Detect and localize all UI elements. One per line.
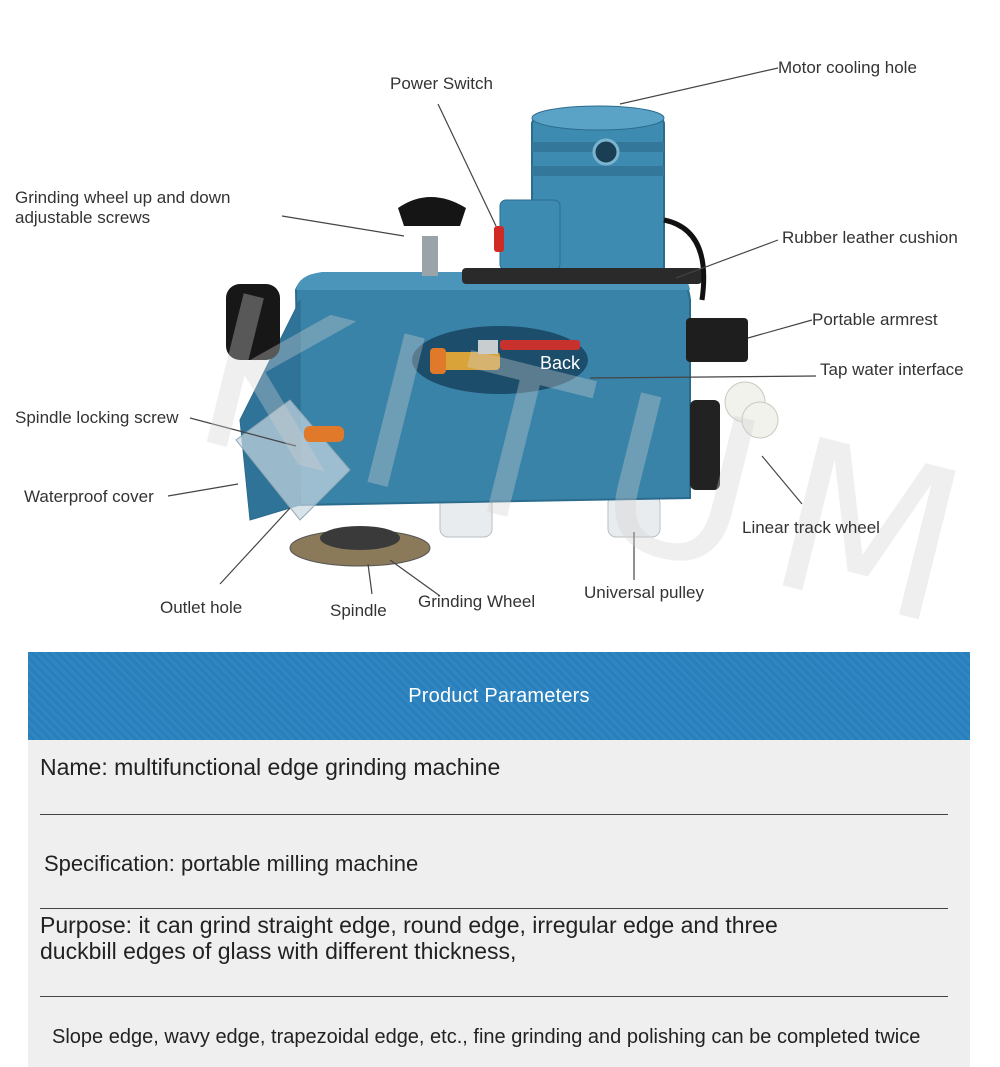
label-portable-armrest: Portable armrest <box>812 310 938 329</box>
divider <box>40 814 948 815</box>
banner-title: Product Parameters <box>408 684 590 707</box>
machine-diagram <box>167 67 817 597</box>
divider <box>40 996 948 997</box>
param-note: Slope edge, wavy edge, trapezoidal edge,… <box>52 1026 921 1048</box>
side-knob-icon <box>226 284 280 360</box>
label-universal-pulley: Universal pulley <box>584 583 704 602</box>
label-spindle: Spindle <box>330 601 387 620</box>
label-spindle-locking-screw: Spindle locking screw <box>15 408 179 427</box>
label-waterproof-cover: Waterproof cover <box>24 487 154 506</box>
motor-cooling-hole-icon <box>592 138 620 166</box>
parameters-panel: Name: multifunctional edge grinding mach… <box>28 740 970 1067</box>
label-rubber-cushion: Rubber leather cushion <box>782 228 958 247</box>
parameters-banner: Product Parameters <box>28 652 970 740</box>
label-motor-cooling-hole: Motor cooling hole <box>778 58 917 77</box>
adjust-knob-icon <box>398 197 466 226</box>
label-adjust-screws-1: Grinding wheel up and down <box>15 188 231 207</box>
divider <box>40 908 948 909</box>
portable-armrest <box>686 318 748 362</box>
param-purpose-line1: Purpose: it can grind straight edge, rou… <box>40 912 778 938</box>
power-switch-icon <box>494 226 504 252</box>
label-power-switch: Power Switch <box>390 74 493 93</box>
param-purpose-line2: duckbill edges of glass with different t… <box>40 938 517 964</box>
waterproof-cover <box>235 399 351 521</box>
label-grinding-wheel: Grinding Wheel <box>418 592 536 611</box>
label-tap-water-interface: Tap water interface <box>820 360 964 379</box>
label-valve: Back <box>540 353 581 373</box>
label-linear-track-wheel: Linear track wheel <box>742 518 880 537</box>
label-outlet-hole: Outlet hole <box>160 598 243 617</box>
param-name: Name: multifunctional edge grinding mach… <box>40 754 501 780</box>
param-specification: Specification: portable milling machine <box>44 851 419 876</box>
universal-pulley-right <box>607 494 661 538</box>
label-adjust-screws-2: adjustable screws <box>15 208 151 227</box>
